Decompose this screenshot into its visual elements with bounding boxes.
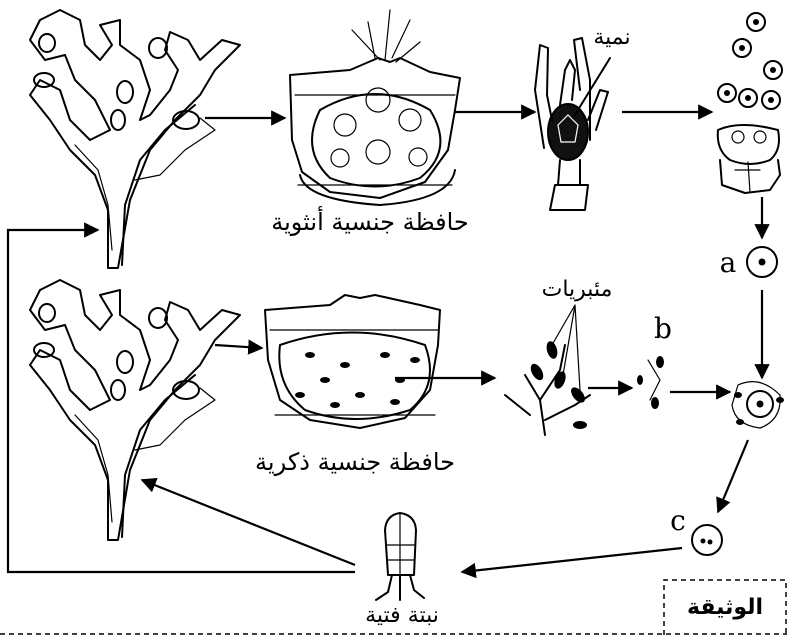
female-conceptacle-label: حافظة جنسية أنثوية xyxy=(271,206,469,236)
oogonium-label: نمية xyxy=(593,25,630,50)
released-eggs-illustration xyxy=(718,13,782,193)
oogonium-illustration xyxy=(535,38,610,210)
spermatozoids-b xyxy=(637,356,664,409)
male-conceptacle-label: حافظة جنسية ذكرية xyxy=(255,448,455,476)
document-label: الوثيقة xyxy=(687,595,763,620)
young-thallus-illustration xyxy=(376,513,424,600)
fertilization-illustration xyxy=(732,382,784,428)
label-b: b xyxy=(654,312,672,345)
egg-a xyxy=(747,247,777,277)
zygote-c xyxy=(692,525,722,555)
female-conceptacle-illustration xyxy=(290,10,460,205)
antheridia-label: مئبريات xyxy=(542,277,613,302)
cycle-arrows xyxy=(8,112,762,572)
label-c: c xyxy=(670,504,686,537)
male-thallus-illustration xyxy=(30,280,240,540)
antheridia-illustration xyxy=(505,305,590,435)
young-thallus-label: نبتة فتية xyxy=(365,603,439,628)
oogonium-cell xyxy=(548,104,588,160)
male-conceptacle-illustration xyxy=(265,295,440,428)
label-a: a xyxy=(720,246,737,279)
